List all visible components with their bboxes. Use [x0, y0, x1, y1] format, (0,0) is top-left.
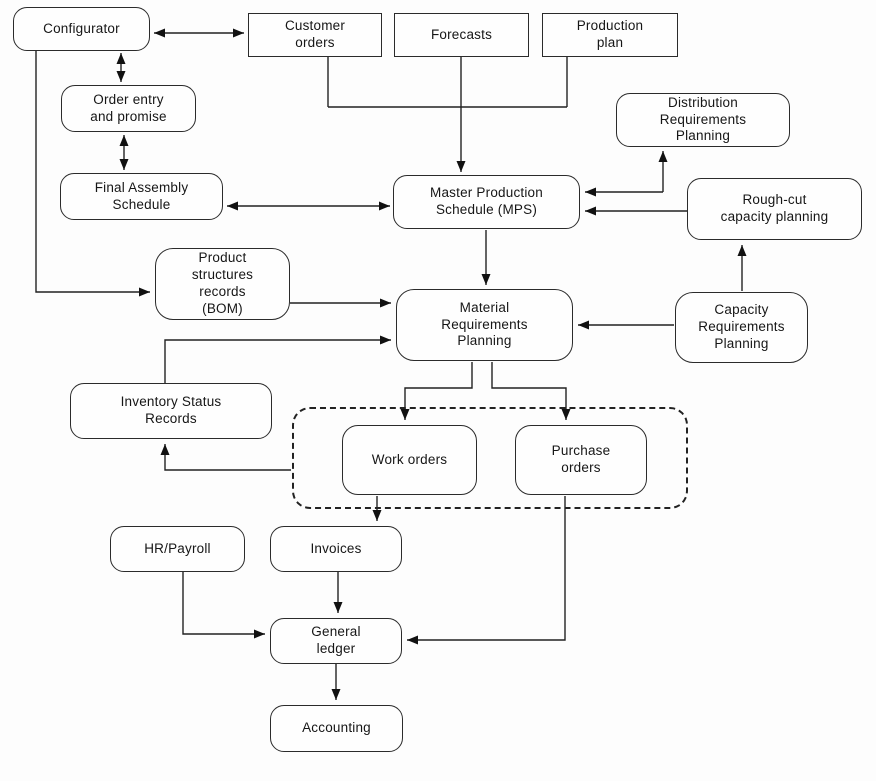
edge-hr-payroll-general-ledger	[182, 572, 265, 639]
edge-orders-inventory-feedback	[160, 444, 291, 471]
edge-mrp-work-orders	[400, 362, 473, 420]
node-general-ledger: General ledger	[270, 618, 402, 664]
node-inventory-status-records: Inventory Status Records	[70, 383, 272, 439]
node-work-orders: Work orders	[342, 425, 477, 495]
edge-configurator-bom	[35, 51, 150, 297]
edge-mrp-purchase-orders	[491, 362, 571, 420]
orders-release-group	[292, 407, 688, 509]
edge-purchase-orders-general-ledger	[407, 496, 566, 645]
node-production-plan: Production plan	[542, 13, 678, 57]
node-forecasts: Forecasts	[394, 13, 529, 57]
node-product-structures-records: Product structures records (BOM)	[155, 248, 290, 320]
node-capacity-requirements-planning: Capacity Requirements Planning	[675, 292, 808, 363]
node-rough-cut-capacity-planning: Rough-cut capacity planning	[687, 178, 862, 240]
node-master-production-schedule: Master Production Schedule (MPS)	[393, 175, 580, 229]
edge-inventory-mrp	[164, 335, 391, 384]
node-configurator: Configurator	[13, 7, 150, 51]
node-material-requirements-planning: Material Requirements Planning	[396, 289, 573, 361]
node-distribution-requirements-planning: Distribution Requirements Planning	[616, 93, 790, 147]
node-customer-orders: Customer orders	[248, 13, 382, 57]
node-order-entry: Order entry and promise	[61, 85, 196, 132]
node-invoices: Invoices	[270, 526, 402, 572]
node-purchase-orders: Purchase orders	[515, 425, 647, 495]
node-accounting: Accounting	[270, 705, 403, 752]
node-final-assembly-schedule: Final Assembly Schedule	[60, 173, 223, 220]
node-hr-payroll: HR/Payroll	[110, 526, 245, 572]
